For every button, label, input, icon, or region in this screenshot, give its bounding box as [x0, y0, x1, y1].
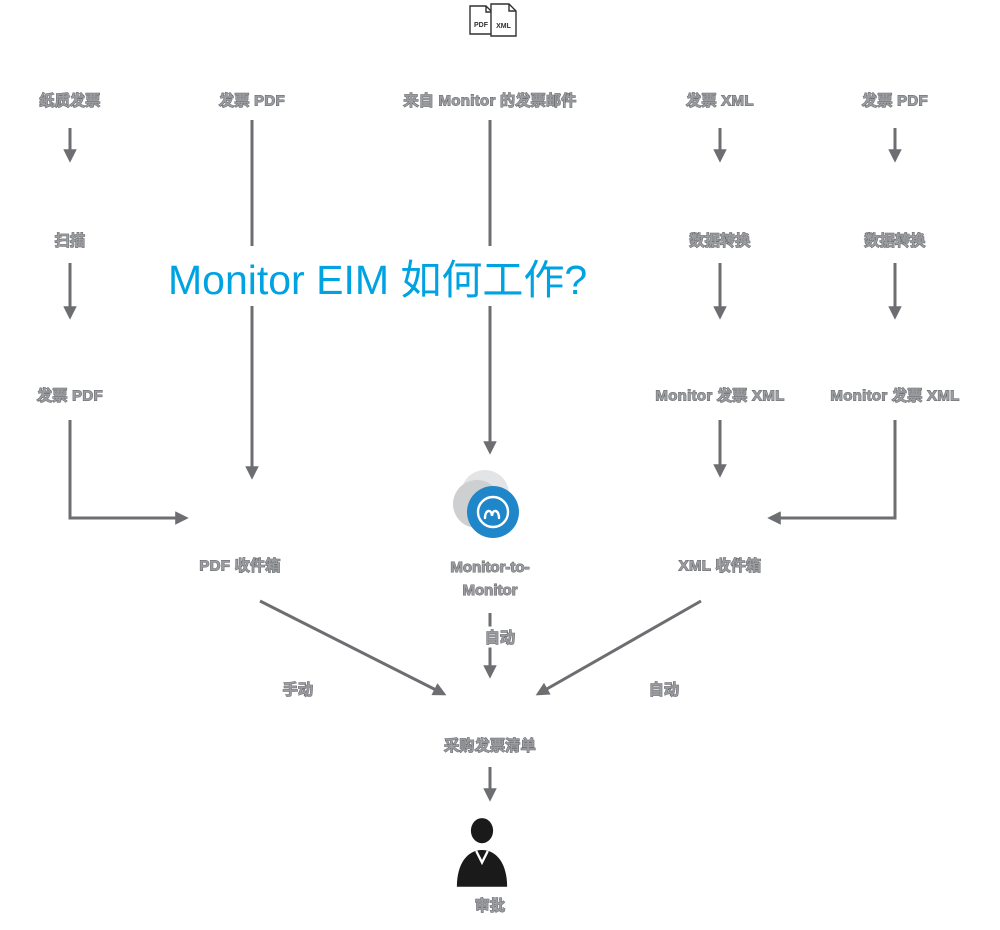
node-approval: 审批	[474, 897, 506, 915]
xml-page-shape	[490, 3, 517, 37]
person-body	[456, 850, 508, 887]
m2m-line2: Monitor	[462, 582, 518, 600]
person-collar	[475, 850, 489, 866]
xml-page-fold	[508, 4, 516, 12]
flow-label-manual: 手动	[282, 681, 314, 699]
pdf-page-shape	[469, 5, 493, 35]
logo-ring	[476, 495, 510, 529]
node-invoice-xml-source: 发票 XML	[686, 92, 754, 110]
pdf-xml-documents-icon: PDF XML	[469, 3, 517, 37]
arrow-col5-xml-to-inbox	[767, 420, 897, 525]
arrow-col1-pdf-to-inbox	[68, 420, 189, 525]
flow-label-auto-right: 自动	[648, 681, 680, 699]
person-head	[470, 818, 494, 844]
node-monitor-invoice-email: 来自 Monitor 的发票邮件	[403, 92, 577, 110]
node-monitor-invoice-xml: Monitor 发票 XML	[655, 387, 785, 405]
flow-label-auto-center: 自动	[481, 626, 519, 648]
page-title: Monitor EIM 如何工作?	[168, 257, 588, 303]
monitor-logo-icon	[453, 470, 519, 538]
node-paper-invoice: 纸质发票	[39, 92, 101, 110]
arrow-pdf-inbox-to-list	[259, 599, 447, 696]
pdf-page-fold	[485, 6, 492, 13]
node-scan: 扫描	[54, 232, 86, 250]
node-monitor-to-monitor: Monitor-to- Monitor	[450, 556, 530, 602]
pdf-page-label: PDF	[474, 22, 489, 29]
node-pdf-inbox: PDF 收件箱	[199, 557, 281, 575]
node-invoice-pdf-source-2: 发票 PDF	[862, 92, 929, 110]
node-data-convert: 数据转换	[689, 232, 751, 250]
title-box: Monitor EIM 如何工作?	[158, 246, 634, 306]
node-invoice-pdf-source: 发票 PDF	[219, 92, 286, 110]
person-icon	[456, 818, 508, 887]
xml-page-label: XML	[496, 23, 512, 30]
node-scanned-invoice-pdf: 发票 PDF	[37, 387, 104, 405]
node-purchase-invoice-list: 采购发票清单	[444, 737, 537, 755]
arrow-xml-inbox-to-list	[535, 599, 702, 696]
node-xml-inbox: XML 收件箱	[678, 557, 762, 575]
logo-m-mark	[483, 509, 501, 520]
m2m-line1: Monitor-to-	[450, 559, 530, 577]
node-data-convert-2: 数据转换	[864, 232, 926, 250]
node-monitor-invoice-xml-2: Monitor 发票 XML	[830, 387, 960, 405]
